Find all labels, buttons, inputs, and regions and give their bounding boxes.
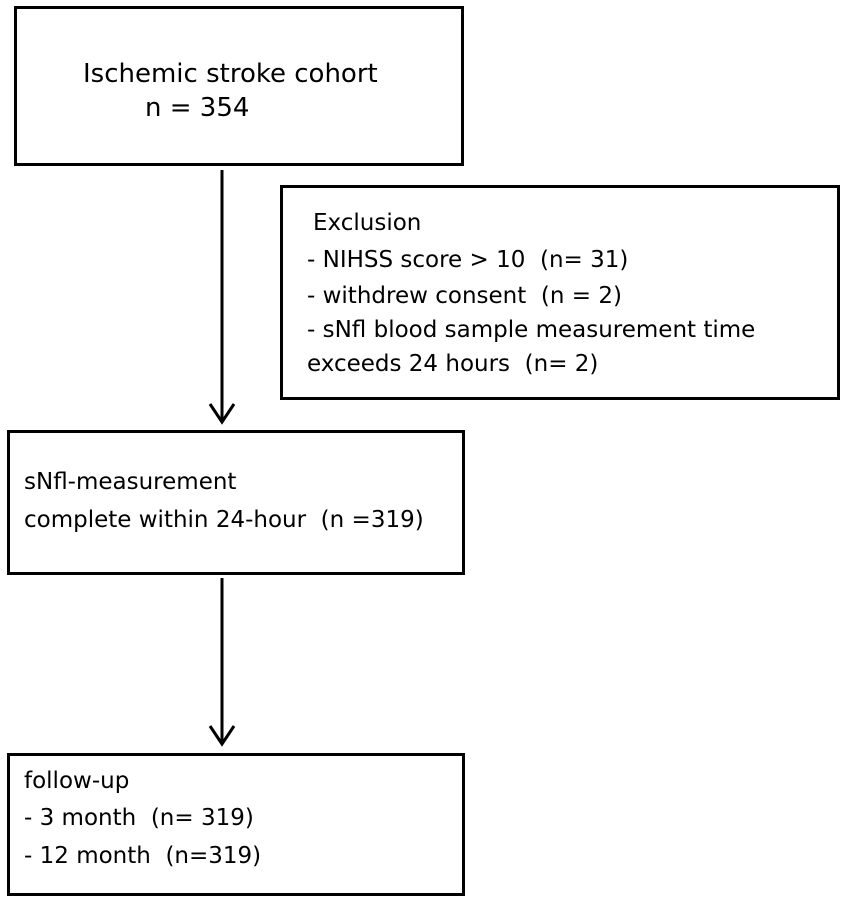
exclusion-item-nihss: - NIHSS score > 10 (n= 31) (307, 247, 629, 273)
cohort-count: n = 354 (145, 93, 250, 123)
exclusion-title: Exclusion (313, 210, 422, 236)
exclusion-item-sample-time-cont: exceeds 24 hours (n= 2) (307, 351, 599, 377)
cohort-title: Ischemic stroke cohort (83, 59, 378, 89)
exclusion-box: Exclusion - NIHSS score > 10 (n= 31) - w… (280, 185, 840, 400)
exclusion-item-sample-time: - sNfl blood sample measurement time (307, 317, 756, 343)
arrowhead-cohort-to-measurement (208, 403, 236, 425)
arrowhead-measurement-to-followup (208, 725, 236, 747)
followup-item-3-month: - 3 month (n= 319) (24, 805, 254, 831)
measurement-box: sNfl-measurement complete within 24-hour… (7, 430, 465, 575)
measurement-detail: complete within 24-hour (n =319) (24, 507, 424, 533)
measurement-title: sNfl-measurement (24, 469, 237, 495)
exclusion-item-consent: - withdrew consent (n = 2) (307, 283, 622, 309)
cohort-box: Ischemic stroke cohort n = 354 (14, 6, 464, 166)
followup-item-12-month: - 12 month (n=319) (24, 843, 262, 869)
followup-title: follow-up (24, 768, 130, 794)
followup-box: follow-up - 3 month (n= 319) - 12 month … (7, 753, 465, 896)
